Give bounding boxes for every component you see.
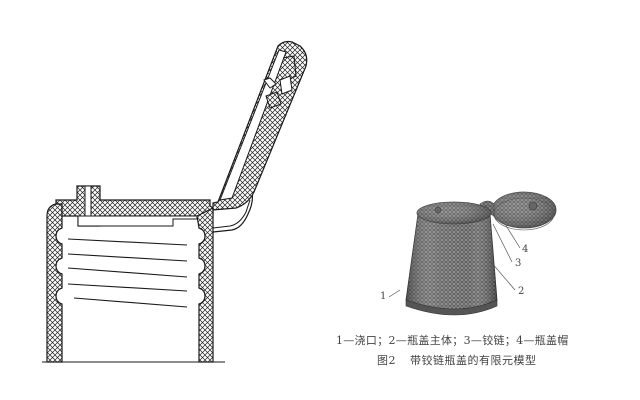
fe-mesh-model — [388, 191, 557, 316]
callout-2: 2 — [518, 286, 525, 297]
cap-right-wall — [196, 207, 214, 363]
inner-ledge — [77, 215, 198, 227]
open-lid — [212, 40, 308, 211]
callout-4: 4 — [522, 244, 529, 255]
spout-hole — [84, 185, 92, 217]
cap-cross-section — [42, 40, 308, 363]
caption-number: 图2 — [377, 354, 396, 367]
figure-caption: 图2 带铰链瓶盖的有限元模型 — [377, 352, 607, 368]
cap-left-wall — [46, 203, 63, 363]
callout-1: 1 — [380, 291, 387, 302]
thread-lines — [67, 238, 188, 308]
lid-plug — [528, 201, 538, 211]
caption-title: 带铰链瓶盖的有限元模型 — [410, 354, 537, 367]
callout-lines — [388, 223, 521, 298]
figure-legend: 1—浇口；2—瓶盖主体；3—铰链；4—瓶盖帽 — [336, 334, 569, 347]
callout-3: 3 — [515, 258, 522, 269]
